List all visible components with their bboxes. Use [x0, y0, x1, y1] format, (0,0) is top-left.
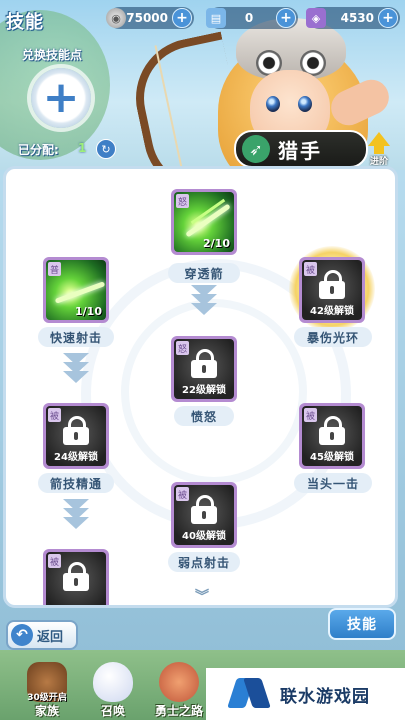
lock-icon	[191, 349, 217, 378]
add-gem-button[interactable]: +	[378, 8, 398, 28]
hunter-eye-left	[266, 96, 280, 112]
resource-gem: ◈ 4530 +	[306, 7, 400, 29]
lock-icon	[63, 562, 89, 591]
unlock-requirement: 22级解锁	[182, 385, 226, 396]
tree-arrow-down	[63, 499, 89, 529]
unlock-requirement: 40级解锁	[182, 531, 226, 542]
allocated-value: 1	[78, 141, 87, 155]
nav-summon[interactable]: 召唤	[80, 662, 146, 720]
nav-label: 家族	[34, 704, 59, 718]
add-silver-button[interactable]: +	[172, 8, 192, 28]
skill-icon: 被	[46, 552, 106, 605]
exchange-points-button[interactable]: +	[31, 68, 91, 128]
skill-tab-label: 技能	[347, 617, 377, 633]
warrior-road-icon	[159, 662, 199, 702]
up-arrow-stem	[374, 146, 384, 154]
skill-level: 2/10	[203, 237, 230, 250]
site-watermark: 联水游戏园	[206, 668, 405, 720]
skill-quick-shot[interactable]: 普 1/10	[43, 257, 109, 323]
skill-head-strike[interactable]: 被 45级解锁	[299, 403, 365, 469]
skill-name: 箭技精通	[38, 473, 114, 493]
skill-type-tag: 被	[48, 554, 61, 568]
skill-type-tag: 怒	[176, 341, 189, 355]
skill-tree-panel: 怒 2/10 穿透箭 普 1/10 快速射击 被 42级解锁	[3, 166, 398, 608]
resource-value: 75000	[126, 11, 168, 25]
page-title: 技能	[6, 12, 44, 33]
reset-points-icon[interactable]: ↻	[96, 139, 116, 159]
skill-piercing-arrow[interactable]: 怒 2/10	[171, 189, 237, 255]
back-label: 返回	[37, 629, 64, 645]
advance-button[interactable]: 进阶	[364, 132, 394, 167]
tree-arrow-down	[191, 285, 217, 315]
skill-fury[interactable]: 怒 22级解锁	[171, 336, 237, 402]
skill-icon: 普 1/10	[46, 260, 106, 320]
unlock-requirement: 24级解锁	[54, 452, 98, 463]
lock-icon	[319, 416, 345, 445]
unlock-requirement: 42级解锁	[310, 306, 354, 317]
skill-name: 穿透箭	[168, 263, 240, 283]
silver-coin-icon: ◉	[106, 8, 126, 28]
nav-label: 勇士之路	[154, 704, 203, 718]
skill-name: 快速射击	[38, 327, 114, 347]
resource-scroll: ▤ 0 +	[206, 7, 298, 29]
nav-warrior-road[interactable]: 勇士之路	[143, 662, 215, 720]
skill-name: 暴伤光环	[294, 327, 372, 347]
watermark-logo-icon	[227, 676, 272, 712]
class-name: 猎手	[278, 138, 322, 163]
skill-icon: 怒 2/10	[174, 192, 234, 252]
plus-icon: +	[42, 72, 80, 123]
gem-icon: ◈	[306, 8, 326, 28]
lock-icon	[63, 416, 89, 445]
tree-arrow-down	[63, 353, 89, 383]
skill-archery-mastery[interactable]: 被 24级解锁	[43, 403, 109, 469]
add-scroll-button[interactable]: +	[276, 8, 296, 28]
skill-icon: 被 42级解锁	[302, 260, 362, 320]
skill-icon: 被 24级解锁	[46, 406, 106, 466]
skill-type-tag: 怒	[176, 194, 189, 208]
skill-level: 1/10	[75, 305, 102, 318]
skill-weakpoint-shot[interactable]: 被 40级解锁	[171, 482, 237, 548]
skill-type-tag: 被	[304, 408, 317, 422]
exchange-points-label: 兑换技能点	[22, 48, 83, 62]
skill-icon: 怒 22级解锁	[174, 339, 234, 399]
nav-family[interactable]: 30级开启 家族	[14, 662, 80, 720]
back-button[interactable]: ↶ 返回	[6, 620, 78, 650]
skill-type-tag: 被	[48, 408, 61, 422]
nav-label: 召唤	[100, 704, 125, 718]
skill-icon: 被 40级解锁	[174, 485, 234, 545]
family-house-icon	[27, 662, 67, 702]
class-badge: ➶ 猎手	[234, 130, 368, 168]
arrow-streak	[54, 281, 106, 304]
advance-label: 进阶	[369, 157, 388, 167]
resource-value: 4530	[340, 11, 374, 25]
skill-type-tag: 被	[176, 487, 189, 501]
scroll-down-chevron-icon[interactable]: ︾	[195, 589, 209, 605]
scroll-icon: ▤	[206, 8, 226, 28]
skill-crit-aura[interactable]: 被 42级解锁	[299, 257, 365, 323]
nav-unlock-note: 30级开启	[27, 693, 67, 703]
skill-name: 愤怒	[174, 406, 234, 426]
watermark-text: 联水游戏园	[280, 686, 370, 707]
unlock-requirement: 45级解锁	[310, 452, 354, 463]
lock-icon	[319, 270, 345, 299]
skill-tab-button[interactable]: 技能	[328, 608, 396, 640]
skill-name: 当头一击	[294, 473, 372, 493]
skill-locked-partial[interactable]: 被	[43, 549, 109, 605]
skill-type-tag: 普	[48, 262, 61, 276]
lock-icon	[191, 495, 217, 524]
skill-name: 弱点射击	[168, 552, 240, 572]
summon-egg-icon	[93, 662, 133, 702]
resource-silver: ◉ 75000 +	[106, 7, 194, 29]
allocated-label: 已分配:	[18, 143, 59, 157]
skill-icon: 被 45级解锁	[302, 406, 362, 466]
bow-emblem-icon: ➶	[242, 135, 270, 163]
hunter-eye-right	[298, 96, 312, 112]
resource-value: 0	[244, 11, 254, 25]
up-arrow-icon	[368, 132, 390, 146]
back-arrow-icon: ↶	[11, 624, 33, 646]
skill-type-tag: 被	[304, 262, 317, 276]
